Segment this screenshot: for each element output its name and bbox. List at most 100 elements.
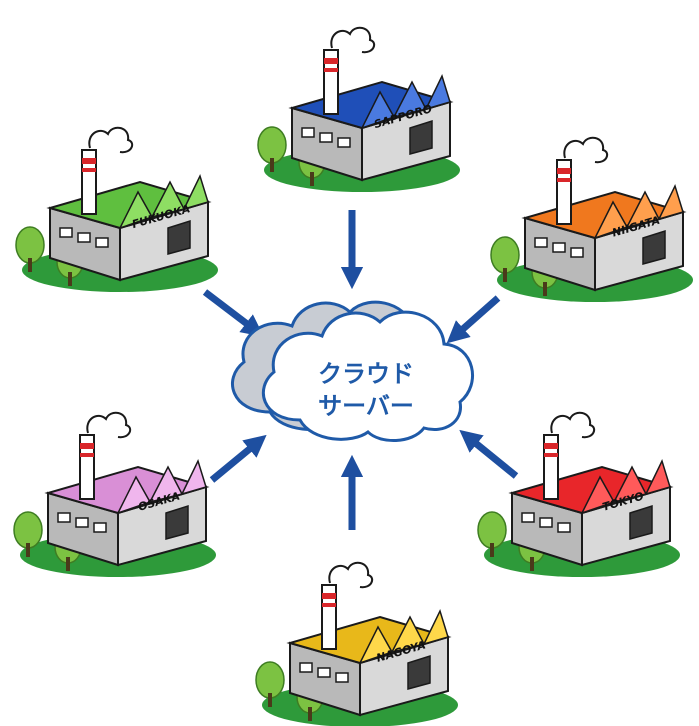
roof-tooth (358, 625, 394, 665)
tree-icon (15, 226, 45, 264)
chimney-band (557, 178, 571, 182)
chimney (79, 434, 95, 500)
tree-icon (13, 511, 43, 549)
tree-trunk (26, 543, 30, 557)
window (93, 522, 107, 533)
cloud-server: クラウド サーバー (231, 300, 475, 443)
roof-tooth (644, 458, 671, 496)
window (319, 132, 333, 143)
window (552, 242, 566, 253)
smoke-icon (330, 26, 376, 54)
factory-door (407, 654, 431, 690)
roof-tooth (116, 475, 152, 515)
chimney-band (544, 453, 558, 457)
roof-tooth (612, 465, 648, 504)
roof-tooth (625, 190, 661, 229)
cloud-label-line1: クラウド (318, 360, 414, 388)
roof-tooth (148, 465, 184, 504)
window (539, 517, 553, 528)
roof-tooth (150, 180, 186, 219)
window (521, 512, 535, 523)
window (59, 227, 73, 238)
smoke-icon (88, 126, 134, 154)
chimney-band (82, 168, 96, 172)
arrows (202, 210, 519, 530)
window (570, 247, 584, 258)
chimney (556, 159, 572, 225)
arrow-osaka (209, 434, 267, 483)
arrow-niigata (446, 295, 501, 344)
smoke-icon (86, 411, 132, 439)
tree-icon (255, 661, 285, 699)
tree-trunk (68, 272, 72, 286)
chimney-band (80, 443, 94, 449)
cloud-label-line2: サーバー (318, 392, 414, 420)
tree-trunk (503, 268, 507, 282)
tree-trunk (270, 158, 274, 172)
roof-tooth (580, 475, 616, 515)
factory-fukuoka: FUKUOKA (15, 126, 218, 292)
chimney-band (324, 68, 338, 72)
window (534, 237, 548, 248)
roof-tooth (118, 190, 154, 230)
window (317, 667, 331, 678)
window (299, 662, 313, 673)
factory-door (642, 229, 666, 265)
window (77, 232, 91, 243)
chimney (543, 434, 559, 500)
chimney (321, 584, 337, 650)
window (57, 512, 71, 523)
roof-tooth (424, 73, 451, 111)
smoke-icon (550, 411, 596, 439)
tree-trunk (490, 543, 494, 557)
tree-icon (490, 236, 520, 274)
roof-tooth (390, 615, 426, 654)
cloud-body (262, 310, 475, 443)
smoke-icon (563, 136, 609, 164)
factory-door (167, 219, 191, 255)
chimney-band (322, 603, 336, 607)
tree-trunk (28, 258, 32, 272)
factory-niigata: NIIGATA (490, 136, 693, 302)
roof-tooth (657, 183, 684, 221)
factory-osaka: OSAKA (13, 411, 216, 577)
chimney-band (80, 453, 94, 457)
factory-door (409, 119, 433, 155)
tree-icon (477, 511, 507, 549)
roof-tooth (180, 458, 207, 496)
window (335, 672, 349, 683)
chimney-band (82, 158, 96, 164)
factory-sapporo: SAPPORO (257, 26, 460, 192)
factory-nagoya: NAGOYA (255, 561, 458, 726)
tree-trunk (308, 707, 312, 721)
roof-tooth (392, 80, 428, 119)
factory-door (165, 504, 189, 540)
factory-door (629, 504, 653, 540)
chimney (81, 149, 97, 215)
roof-tooth (360, 90, 396, 130)
window (75, 517, 89, 528)
tree-trunk (268, 693, 272, 707)
tree-trunk (530, 557, 534, 571)
factory-tokyo: TOKYO (477, 411, 680, 577)
window (557, 522, 571, 533)
roof-tooth (182, 173, 209, 211)
roof-tooth (422, 608, 449, 646)
roof-tooth (593, 200, 629, 240)
tree-trunk (66, 557, 70, 571)
smoke-icon (328, 561, 374, 589)
tree-trunk (543, 282, 547, 296)
window (301, 127, 315, 138)
tree-trunk (310, 172, 314, 186)
chimney-band (544, 443, 558, 449)
tree-icon (257, 126, 287, 164)
window (337, 137, 351, 148)
chimney-band (322, 593, 336, 599)
window (95, 237, 109, 248)
chimney-band (324, 58, 338, 64)
chimney (323, 49, 339, 115)
arrow-tokyo (459, 429, 519, 479)
arrow-fukuoka (202, 289, 264, 337)
